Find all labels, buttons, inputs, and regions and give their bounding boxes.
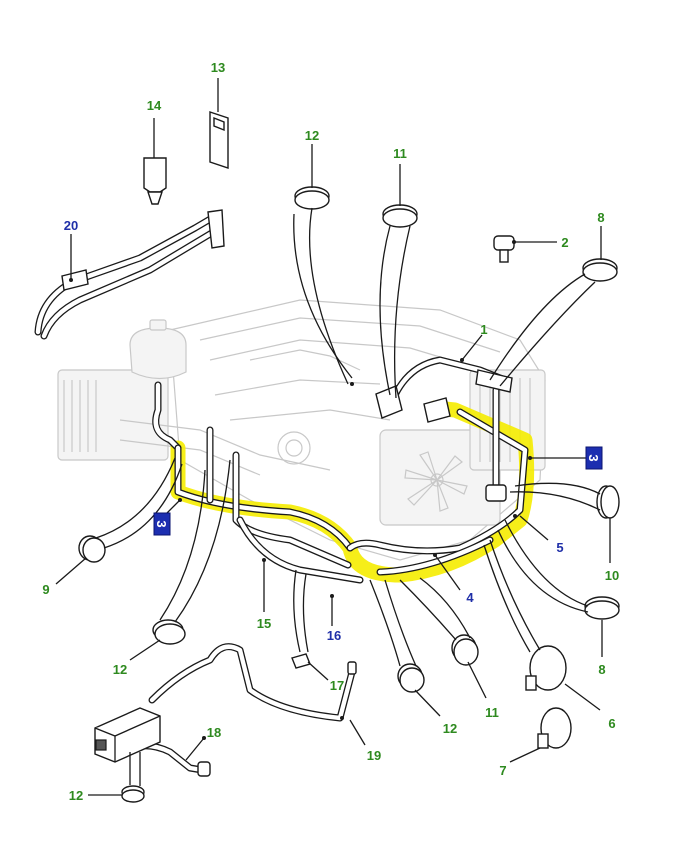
callout-12-bottom[interactable]: 12 <box>69 788 83 803</box>
callout-12-left[interactable]: 12 <box>113 662 127 677</box>
callout-7[interactable]: 7 <box>499 763 506 778</box>
callout-14[interactable]: 14 <box>147 98 162 113</box>
clamp-6-band <box>525 645 567 691</box>
clamp-12-left <box>152 619 186 645</box>
callout-6[interactable]: 6 <box>608 716 615 731</box>
clamp-7-band <box>537 707 572 749</box>
tag-label: 3 <box>154 520 169 527</box>
callout-10[interactable]: 10 <box>605 568 619 583</box>
callout-11-top[interactable]: 11 <box>393 146 407 161</box>
clamp-8-top <box>582 258 618 282</box>
clamp-12-mid <box>397 663 425 693</box>
callout-4[interactable]: 4 <box>466 590 474 605</box>
canister <box>94 707 161 763</box>
callout-9[interactable]: 9 <box>42 582 49 597</box>
callout-labels: 1 2 4 5 6 7 8 8 9 10 11 11 12 12 12 12 1… <box>42 60 619 803</box>
callout-5[interactable]: 5 <box>556 540 563 555</box>
callout-16[interactable]: 16 <box>327 628 341 643</box>
callout-8-top[interactable]: 8 <box>597 210 604 225</box>
callout-15[interactable]: 15 <box>257 616 271 631</box>
leader-lines <box>55 78 611 796</box>
callout-1[interactable]: 1 <box>480 322 487 337</box>
callout-12-top[interactable]: 12 <box>305 128 319 143</box>
callout-13[interactable]: 13 <box>211 60 225 75</box>
part-3-tag-left[interactable]: 3 <box>153 512 171 536</box>
clamp-9 <box>78 535 106 563</box>
hardware <box>143 111 515 669</box>
clamp-12-top <box>294 186 330 210</box>
expansion-tank <box>129 319 187 380</box>
clamp-10 <box>596 485 620 519</box>
callout-8-bottom[interactable]: 8 <box>598 662 605 677</box>
clamp-11-top <box>382 204 418 228</box>
callout-11-bottom[interactable]: 11 <box>485 705 499 720</box>
callout-20[interactable]: 20 <box>64 218 78 233</box>
hose-clamps <box>78 186 620 803</box>
callout-19[interactable]: 19 <box>367 748 381 763</box>
clamp-11-mid <box>451 634 479 666</box>
clamp-8-bottom <box>584 596 620 620</box>
callout-12-mid[interactable]: 12 <box>443 721 457 736</box>
callout-18[interactable]: 18 <box>207 725 221 740</box>
callout-17[interactable]: 17 <box>330 678 344 693</box>
part-3-tag-right[interactable]: 3 <box>585 446 603 470</box>
tag-label: 3 <box>586 454 601 461</box>
clamp-12-bottom <box>121 785 145 803</box>
callout-2[interactable]: 2 <box>561 235 568 250</box>
cooling-fan <box>404 451 468 512</box>
